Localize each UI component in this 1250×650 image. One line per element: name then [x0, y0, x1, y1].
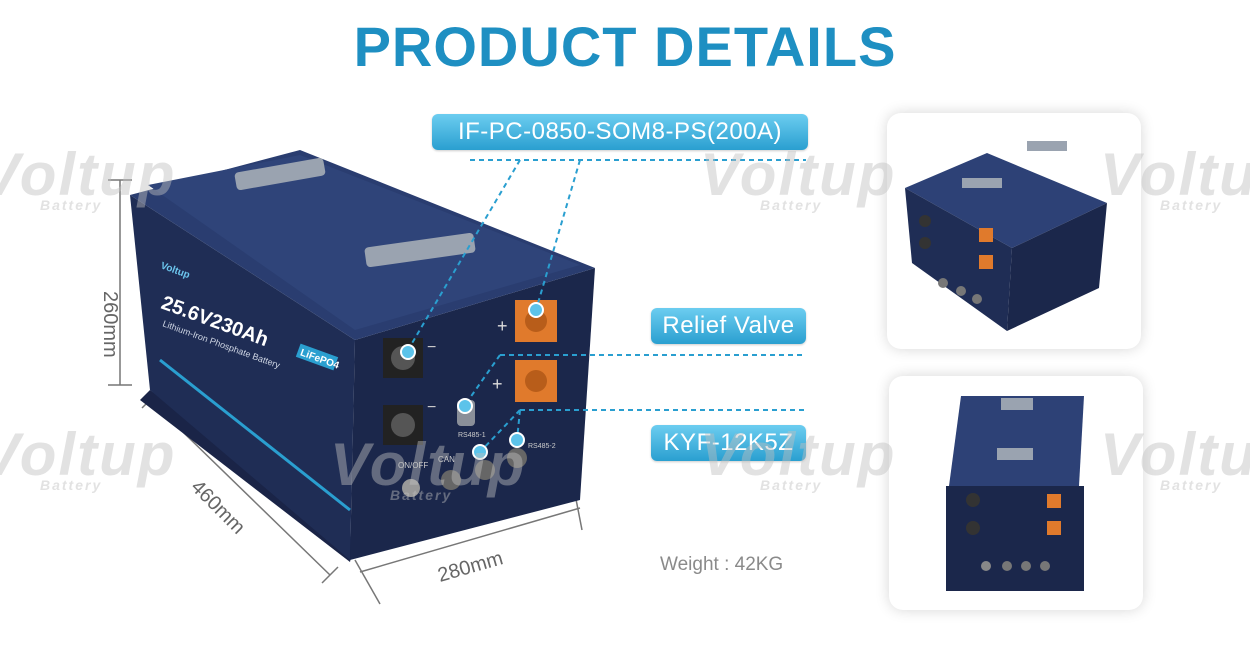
product-view-front [889, 376, 1143, 610]
callout-lines [407, 159, 806, 453]
dimension-width: 280mm [435, 547, 505, 587]
svg-text:CAN: CAN [438, 455, 455, 464]
callout-bms: IF-PC-0850-SOM8-PS(200A) [432, 114, 808, 150]
page-title: PRODUCT DETAILS [353, 15, 897, 78]
handle [364, 232, 476, 268]
callout-relief-valve: Relief Valve [651, 308, 806, 344]
svg-text:−: − [427, 399, 436, 416]
dimension-length: 460mm [186, 476, 249, 539]
rs485-2-label: RS485-2 [528, 443, 556, 450]
dimension-height: 260mm [99, 291, 121, 358]
svg-text:−: − [427, 339, 436, 356]
svg-text:+: + [492, 374, 503, 394]
onoff-switch [402, 479, 420, 497]
handle [234, 157, 326, 191]
callout-connector: KYF-12K5Z [651, 425, 806, 461]
rs485-1-label: RS485-1 [458, 432, 486, 439]
svg-text:+: + [497, 316, 508, 336]
weight-text: Weight : 42KG [660, 554, 784, 575]
product-view-angle [887, 113, 1141, 349]
svg-text:ON/OFF: ON/OFF [398, 461, 428, 470]
